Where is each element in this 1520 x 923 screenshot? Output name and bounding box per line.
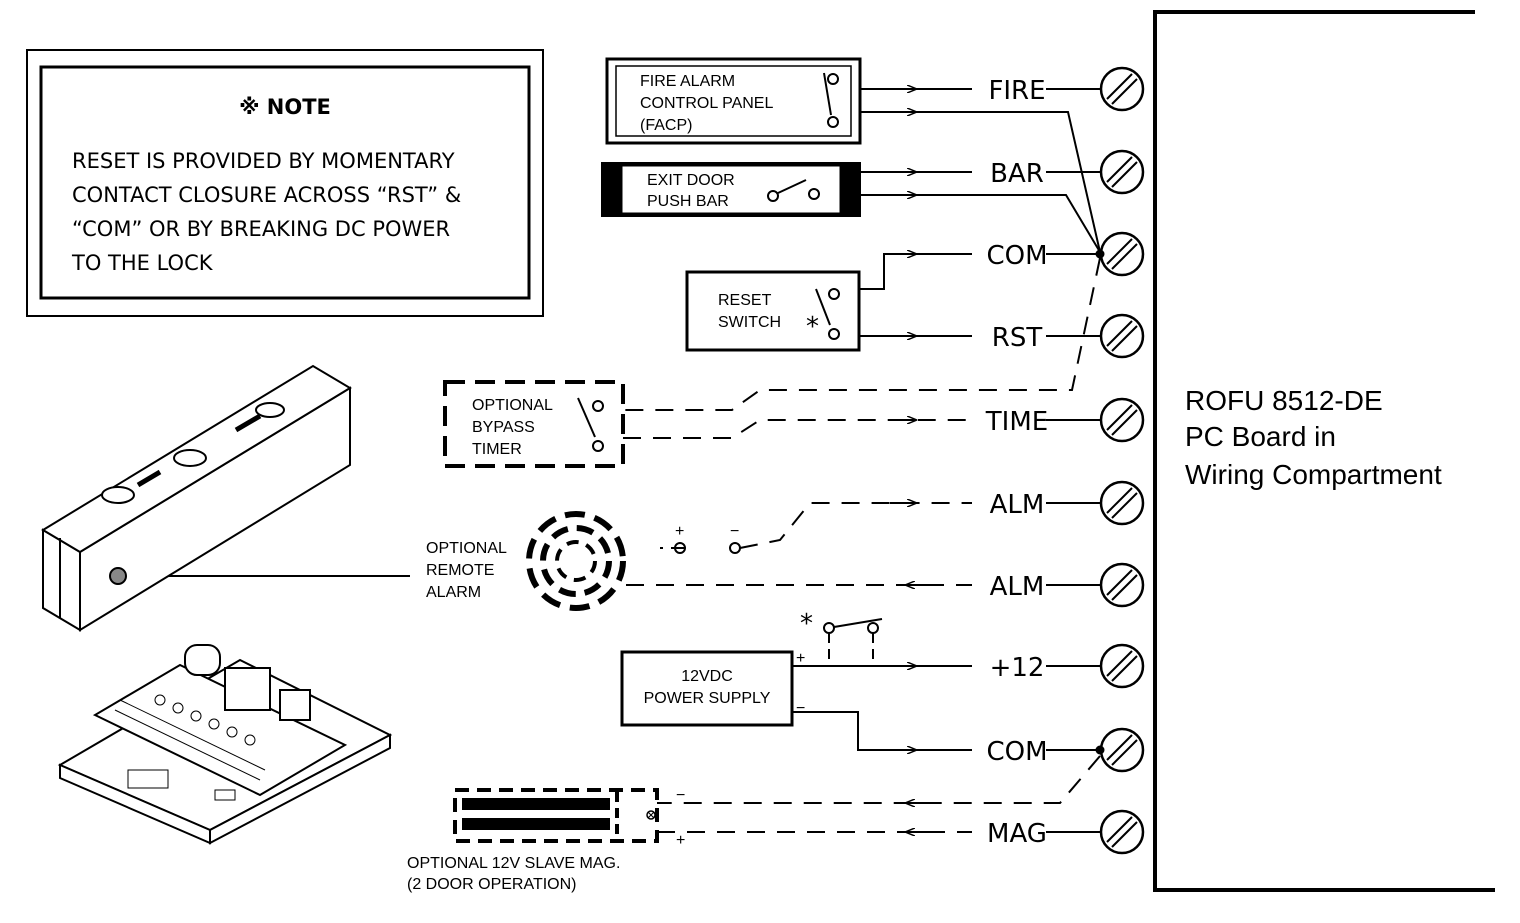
psu-switch-icon: [823, 618, 883, 665]
reset-asterisk: *: [806, 312, 819, 342]
screw-slot: [1106, 404, 1133, 431]
terminal-label-alm: ALM: [990, 490, 1045, 520]
exit-door-label-2: PUSH BAR: [647, 193, 729, 210]
terminal-screw-icon: [1099, 313, 1145, 359]
psu-minus: −: [796, 700, 805, 717]
timer-switch-icon: [577, 397, 604, 452]
mag-label-1: OPTIONAL 12V SLAVE MAG.: [407, 855, 620, 872]
screw-slot: [1106, 238, 1133, 265]
alarm-label-1: OPTIONAL: [426, 540, 507, 557]
note-line-4: TO THE LOCK: [71, 251, 214, 275]
alarm-minus: −: [730, 523, 739, 540]
terminal-label-plus12: +12: [990, 653, 1045, 683]
note-line-1: RESET IS PROVIDED BY MOMENTARY: [72, 149, 455, 173]
exit-door-device: EXIT DOOR PUSH BAR: [601, 162, 861, 217]
terminal-screw-icon: [1099, 562, 1145, 608]
timer-label-2: BYPASS: [472, 419, 535, 436]
psu-plus: +: [796, 650, 805, 667]
exit-door-label-1: EXIT DOOR: [647, 172, 735, 189]
screw-slot: [1106, 320, 1133, 347]
screw-slot: [1106, 734, 1133, 761]
pc-board-illustration: [57, 644, 393, 845]
terminal-label-rst: RST: [992, 323, 1043, 353]
screw-slot: [1111, 325, 1138, 352]
screw-slot: [1106, 569, 1133, 596]
alarm-plus: +: [675, 523, 684, 540]
screw-slot: [1111, 409, 1138, 436]
slave-mag-device: − + OPTIONAL 12V SLAVE MAG. (2 DOOR OPER…: [407, 787, 685, 893]
push-bar-switch-icon: [767, 179, 820, 202]
terminal-screw-icon: [1099, 809, 1145, 855]
terminal-screw-icon: [1099, 397, 1145, 443]
alarm-speaker-icon: [526, 511, 626, 611]
facp-label-1: FIRE ALARM: [640, 73, 735, 90]
screw-slot: [1111, 739, 1138, 766]
mag-plus: +: [676, 832, 685, 849]
reset-switch-icon: [815, 288, 840, 340]
screw-slot: [1111, 243, 1138, 270]
facp-switch-icon: [823, 72, 839, 128]
mag-label-2: (2 DOOR OPERATION): [407, 876, 577, 893]
note-line-3: “COM” OR BY BREAKING DC POWER: [72, 217, 450, 241]
screw-slot: [1111, 655, 1138, 682]
screw-slot: [1106, 650, 1133, 677]
terminal-screw-icon: [1099, 149, 1145, 195]
psu-label-2: POWER SUPPLY: [644, 690, 771, 707]
screw-slot: [1111, 574, 1138, 601]
maglock-body-illustration: [41, 364, 352, 632]
note-line-2: CONTACT CLOSURE ACROSS “RST” &: [72, 183, 461, 207]
board-label-3: Wiring Compartment: [1185, 459, 1442, 490]
psu-label-1: 12VDC: [681, 668, 733, 685]
reset-label-1: RESET: [718, 292, 772, 309]
screw-slot: [1106, 156, 1133, 183]
bypass-timer-device: OPTIONAL BYPASS TIMER: [443, 380, 625, 468]
terminal-screw-icon: [1099, 66, 1145, 112]
screw-slot: [1106, 73, 1133, 100]
board-label-2: PC Board in: [1185, 421, 1336, 452]
timer-label-1: OPTIONAL: [472, 397, 553, 414]
reset-switch-device: RESET SWITCH *: [685, 270, 861, 352]
mag-minus: −: [676, 787, 685, 804]
terminal-label-com: COM: [986, 241, 1047, 271]
screw-slot: [1111, 161, 1138, 188]
screw-slot: [1106, 487, 1133, 514]
timer-label-3: TIMER: [472, 441, 522, 458]
psu-asterisk: *: [800, 609, 813, 639]
power-supply-device: 12VDC POWER SUPPLY + − *: [620, 609, 883, 727]
terminal-label-alm: ALM: [990, 572, 1045, 602]
screw-slot: [1111, 492, 1138, 519]
terminal-label-fire: FIRE: [988, 76, 1045, 106]
terminal-screw-icon: [1099, 727, 1145, 773]
facp-label-3: (FACP): [640, 117, 692, 134]
alarm-label-2: REMOTE: [426, 562, 494, 579]
screw-slot: [1111, 78, 1138, 105]
terminal-screw-icon: [1099, 480, 1145, 526]
facp-device: FIRE ALARM CONTROL PANEL (FACP): [605, 57, 862, 145]
screw-slot: [1111, 821, 1138, 848]
note-title: ※ NOTE: [239, 95, 331, 119]
board-label-1: ROFU 8512-DE: [1185, 385, 1383, 416]
terminal-label-bar: BAR: [990, 159, 1044, 189]
terminal-label-time: TIME: [985, 407, 1048, 437]
terminal-screw-icon: [1099, 231, 1145, 277]
terminal-label-com: COM: [986, 737, 1047, 767]
wires: [623, 89, 1105, 832]
note-box: ※ NOTE RESET IS PROVIDED BY MOMENTARY CO…: [26, 49, 544, 317]
screw-slot: [1106, 816, 1133, 843]
facp-label-2: CONTROL PANEL: [640, 95, 773, 112]
terminal-screw-icon: [1099, 643, 1145, 689]
pc-board: ROFU 8512-DE PC Board in Wiring Compartm…: [1153, 10, 1495, 892]
remote-alarm-device: OPTIONAL REMOTE ALARM + −: [130, 511, 741, 611]
reset-label-2: SWITCH: [718, 314, 781, 331]
terminal-label-mag: MAG: [987, 819, 1047, 849]
alarm-label-3: ALARM: [426, 584, 481, 601]
